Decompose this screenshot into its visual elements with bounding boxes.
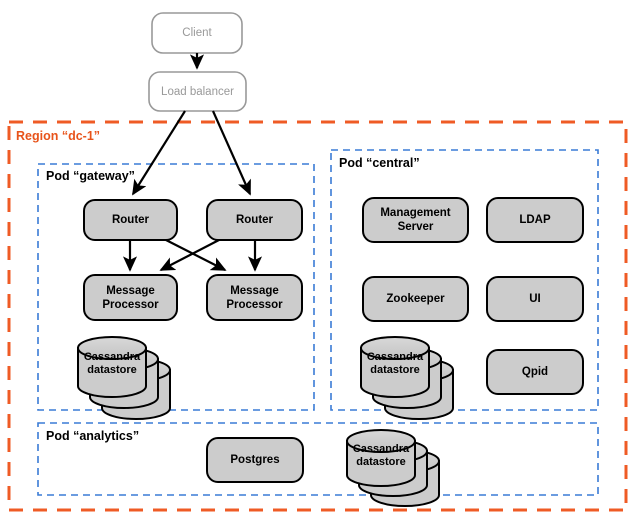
node-load-balancer-shape xyxy=(148,71,247,112)
node-message-processor-1-shape xyxy=(83,274,178,321)
pod-label-analytics: Pod “analytics” xyxy=(46,429,140,443)
node-qpid-shape xyxy=(486,349,584,395)
node-router-1-shape xyxy=(83,199,178,241)
pod-label-gateway: Pod “gateway” xyxy=(46,169,135,183)
node-router-2-shape xyxy=(206,199,303,241)
node-postgres-shape xyxy=(206,437,304,483)
pod-boundary-analytics xyxy=(37,422,599,496)
pod-boundary-central xyxy=(330,149,599,411)
arrow-router-1-to-message-processor-2 xyxy=(165,239,227,271)
arrow-router-2-to-message-processor-1 xyxy=(159,239,220,271)
node-cassandra-gateway-shape xyxy=(77,336,171,420)
connection-arrows xyxy=(122,53,263,272)
node-cassandra-central-shape xyxy=(360,336,454,420)
node-cassandra-analytics-shape xyxy=(346,429,440,507)
node-client-shape xyxy=(151,12,243,54)
node-ui-shape xyxy=(486,276,584,322)
pod-label-central: Pod “central” xyxy=(339,156,420,170)
arrow-load-balancer-to-router-1 xyxy=(132,110,186,196)
region-label: Region “dc-1” xyxy=(16,129,101,143)
node-message-processor-2-shape xyxy=(206,274,303,321)
node-ldap-shape xyxy=(486,197,584,243)
pod-boundary-gateway xyxy=(37,163,315,411)
node-management-server-shape xyxy=(362,197,469,243)
node-zookeeper-shape xyxy=(362,276,469,322)
arrow-load-balancer-to-router-2 xyxy=(211,110,252,196)
